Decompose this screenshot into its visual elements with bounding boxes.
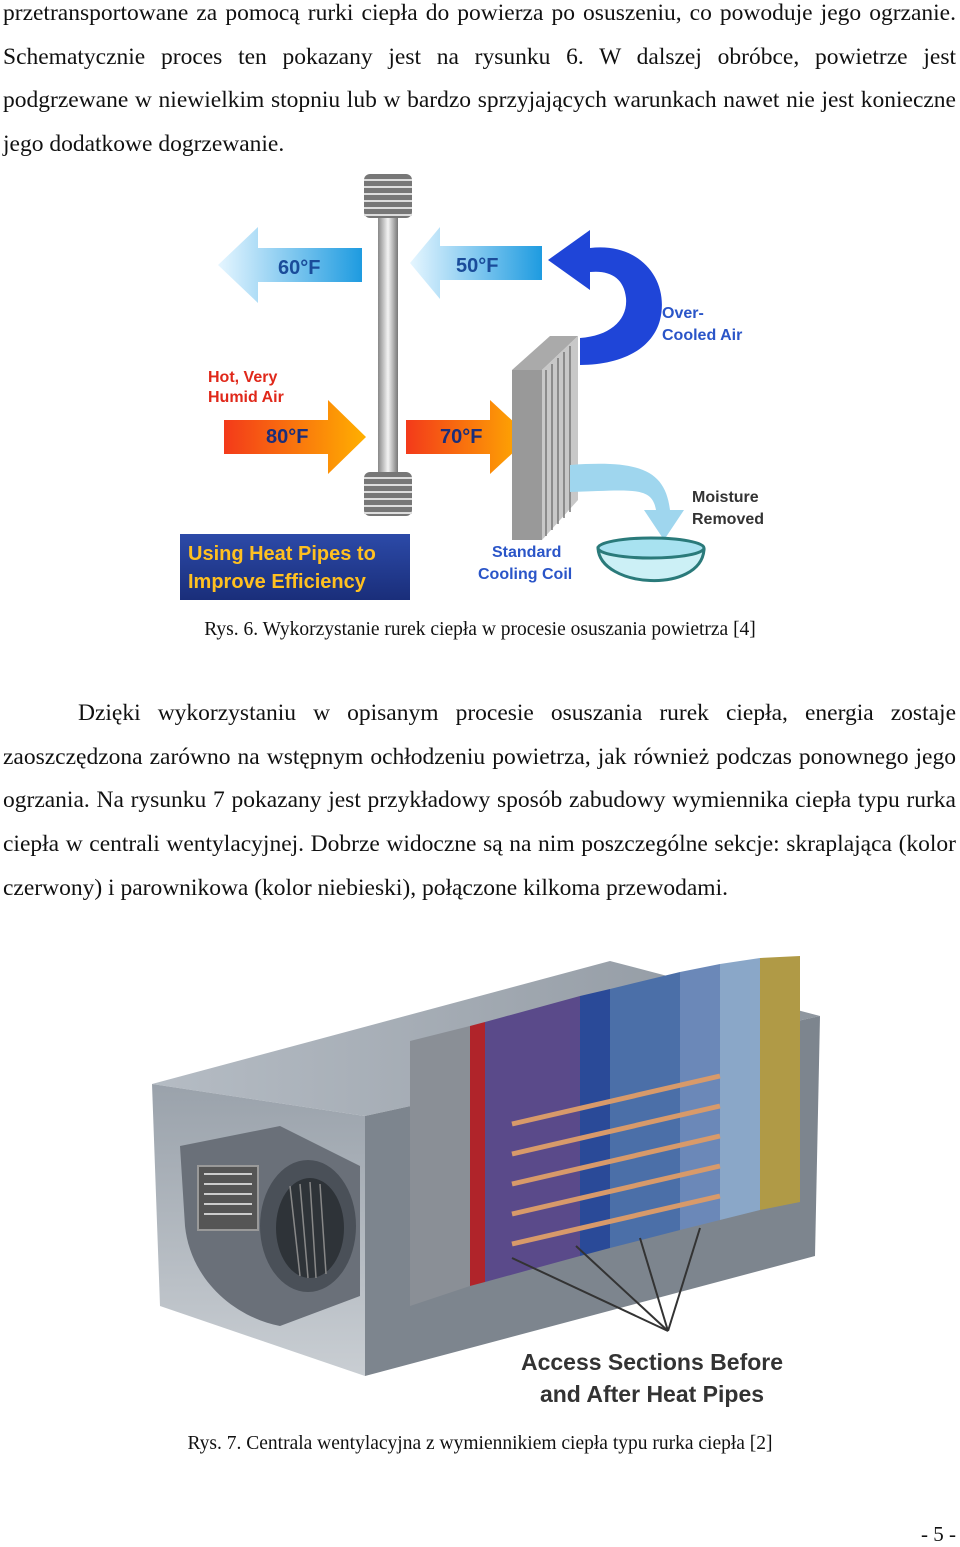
arrow-50f bbox=[410, 227, 542, 299]
fan-outlet bbox=[197, 1165, 259, 1231]
cooling-coil bbox=[512, 336, 578, 540]
paragraph-2: Dzięki wykorzystaniu w opisanym procesie… bbox=[3, 700, 956, 901]
banner-line-1: Using Heat Pipes to bbox=[188, 543, 376, 565]
water-basin bbox=[596, 536, 706, 582]
coil-label-2: Cooling Coil bbox=[478, 566, 572, 583]
heat-exchanger-sections bbox=[410, 956, 800, 1306]
over-cooled-label-2: Cooled Air bbox=[662, 327, 742, 344]
heat-pipe bbox=[378, 200, 398, 490]
pointer-lines bbox=[511, 1227, 701, 1332]
figure-6-caption: Rys. 6. Wykorzystanie rurek ciepła w pro… bbox=[204, 619, 756, 640]
heat-pipe-top-fins bbox=[364, 174, 412, 218]
label-70f: 70°F bbox=[440, 426, 482, 448]
heat-pipes bbox=[511, 1073, 721, 1247]
access-sections-label-2: and After Heat Pipes bbox=[540, 1381, 764, 1407]
coil-label-1: Standard bbox=[492, 544, 561, 561]
over-cooled-arrow bbox=[548, 230, 662, 365]
efficiency-banner bbox=[180, 534, 410, 600]
label-80f: 80°F bbox=[266, 426, 308, 448]
over-cooled-label-1: Over- bbox=[662, 305, 704, 322]
moisture-stream bbox=[570, 463, 684, 540]
paragraph-1: przetransportowane za pomocą rurki ciepł… bbox=[3, 0, 956, 158]
fan-housing bbox=[180, 1126, 360, 1326]
moisture-label-1: Moisture bbox=[692, 489, 759, 506]
label-50f: 50°F bbox=[456, 255, 498, 277]
arrow-80f bbox=[224, 400, 366, 474]
banner-line-2: Improve Efficiency bbox=[188, 571, 367, 593]
access-sections-label-1: Access Sections Before bbox=[521, 1349, 783, 1375]
hot-humid-label-2: Humid Air bbox=[208, 389, 284, 406]
hot-humid-label-1: Hot, Very bbox=[208, 369, 277, 386]
page-number: - 5 - bbox=[921, 1522, 956, 1546]
label-60f: 60°F bbox=[278, 257, 320, 279]
figure-7-air-handling-unit: Access Sections Before and After Heat Pi… bbox=[152, 956, 820, 1407]
heat-pipe-bottom-fins bbox=[364, 472, 412, 516]
figure-6-heat-pipe-diagram: 60°F 50°F Over- Cooled Air Hot, Very Hum… bbox=[180, 174, 764, 600]
arrow-60f bbox=[218, 227, 362, 303]
moisture-label-2: Removed bbox=[692, 511, 764, 528]
arrow-70f bbox=[406, 400, 530, 474]
figure-7-caption: Rys. 7. Centrala wentylacyjna z wymienni… bbox=[187, 1433, 773, 1454]
